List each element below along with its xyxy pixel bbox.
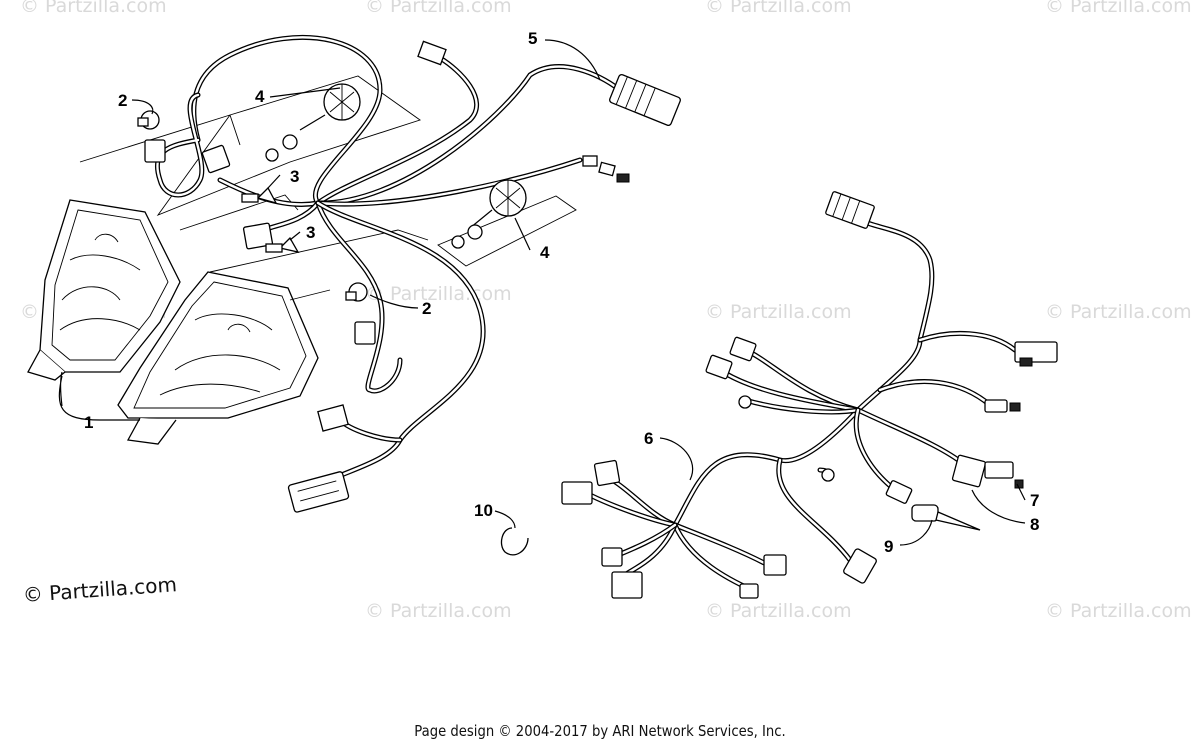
watermark-text: © Partzilla.com — [365, 0, 512, 17]
callout-8: 8 — [1030, 515, 1039, 534]
callout-3-upper: 3 — [290, 167, 299, 186]
callout-2-lower: 2 — [422, 299, 431, 318]
adjuster-group — [265, 83, 527, 249]
watermark-text: © Partzilla.com — [20, 0, 167, 17]
callout-3-lower: 3 — [306, 223, 315, 242]
headlight-harness — [155, 34, 623, 483]
callout-1: 1 — [84, 413, 93, 432]
callout-labels: 1 2 2 3 3 4 4 5 6 7 8 9 10 — [84, 29, 1039, 556]
main-harness — [587, 217, 1018, 593]
watermark-text: © Partzilla.com — [1045, 301, 1192, 323]
callout-4-upper: 4 — [255, 87, 265, 106]
headlight-assembly-left — [27, 199, 181, 381]
watermark-text: © Partzilla.com — [365, 600, 512, 622]
leader-1 — [58, 371, 140, 421]
callout-7: 7 — [1030, 491, 1039, 510]
leader-lines — [131, 39, 1026, 546]
connector-group-upper — [144, 40, 681, 513]
watermark-layer: © Partzilla.com © Partzilla.com © Partzi… — [20, 0, 1192, 622]
callout-2-upper: 2 — [118, 91, 127, 110]
watermark-text: © Partzilla.com — [1045, 600, 1192, 622]
bulb-socket-group — [137, 110, 368, 302]
callout-10: 10 — [474, 501, 493, 520]
callout-6: 6 — [644, 429, 653, 448]
callout-9: 9 — [884, 537, 893, 556]
watermark-text: © Partzilla.com — [1045, 0, 1192, 17]
headlight-assembly-right — [117, 271, 319, 445]
page-footer: Page design © 2004-2017 by ARI Network S… — [414, 722, 786, 740]
callout-4-lower: 4 — [540, 243, 550, 262]
callout-5: 5 — [528, 29, 537, 48]
watermark-text: © Partzilla.com — [705, 301, 852, 323]
connector-group-main — [561, 191, 1058, 599]
assembly-outline — [79, 75, 577, 301]
watermark-text: © Partzilla.com — [705, 600, 852, 622]
watermark-text: © Partzilla.com — [705, 0, 852, 17]
clamp-part — [500, 527, 529, 556]
